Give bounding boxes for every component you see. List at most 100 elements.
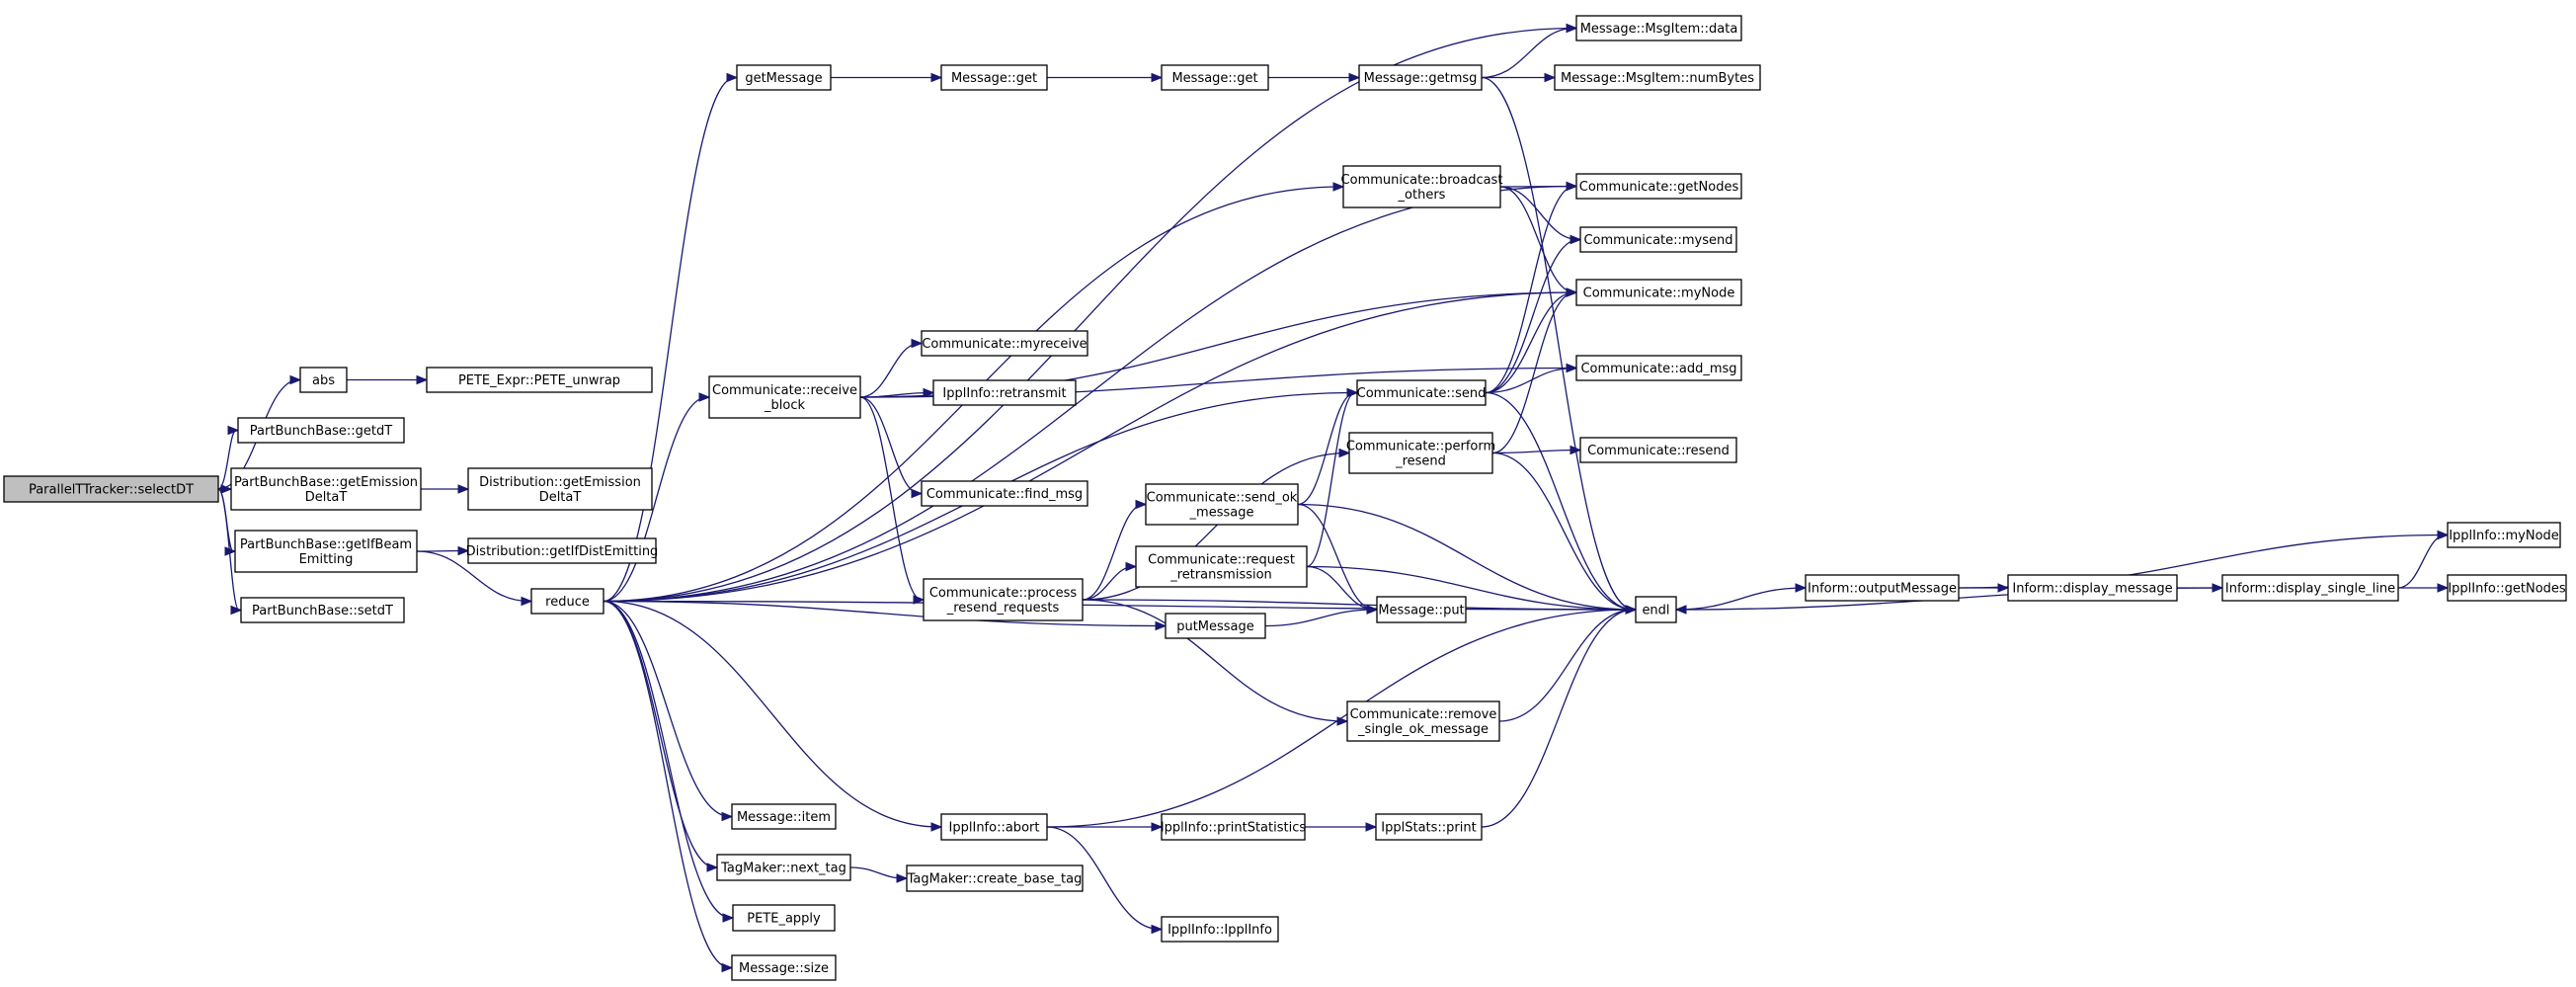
node-label: Inform::display_message	[2012, 582, 2172, 597]
node-getdT[interactable]: PartBunchBase::getdT	[237, 417, 405, 444]
node-label: PETE_Expr::PETE_unwrap	[458, 373, 620, 388]
node-label: Communicate::send_ok	[1147, 491, 1298, 506]
node-label: _resend_requests	[946, 601, 1060, 616]
nodes-layer: ParallelTTracker::selectDT abs PETE_Expr::…	[3, 15, 2567, 981]
node-abs[interactable]: abs	[299, 367, 348, 393]
node-getMessage[interactable]: getMessage	[736, 64, 832, 91]
node-process[interactable]: Communicate::process_resend_requests	[923, 578, 1084, 621]
node-label: Communicate::broadcast	[1341, 173, 1503, 188]
node-display_message[interactable]: Inform::display_message	[2007, 574, 2178, 602]
node-label: Communicate::resend	[1587, 444, 1730, 458]
edge-sendok-to-msgput	[1297, 503, 1379, 615]
edge-getMessage-to-msgget1	[831, 72, 943, 83]
node-numBytes[interactable]: Message::MsgItem::numBytes	[1554, 64, 1761, 91]
node-outputMessage[interactable]: Inform::outputMessage	[1805, 574, 1960, 602]
node-label: getMessage	[745, 71, 822, 86]
node-reduce[interactable]: reduce	[530, 588, 604, 615]
node-label: Communicate::mysend	[1583, 233, 1732, 248]
edge-removeok-to-endl	[1498, 605, 1638, 722]
node-msgget1[interactable]: Message::get	[940, 64, 1048, 91]
edge-process-to-sendok	[1082, 499, 1148, 601]
edge-reduce-to-msgdata	[603, 23, 1578, 603]
edge-recvblock-to-myreceive	[859, 338, 924, 398]
node-putMessage[interactable]: putMessage	[1165, 613, 1266, 639]
node-mysend[interactable]: Communicate::mysend	[1579, 226, 1737, 253]
node-broadcast[interactable]: Communicate::broadcast_others	[1341, 165, 1503, 208]
node-ipplgetNodes[interactable]: IpplInfo::getNodes	[2447, 574, 2567, 602]
node-label: ParallelTTracker::selectDT	[29, 483, 194, 498]
node-getmsg[interactable]: Message::getmsg	[1358, 64, 1483, 91]
node-distIfDist[interactable]: Distribution::getIfDistEmitting	[466, 537, 659, 564]
node-sendok[interactable]: Communicate::send_ok_message	[1145, 483, 1299, 526]
edge-send-to-myNode	[1485, 288, 1578, 394]
node-label: _single_ok_message	[1357, 722, 1489, 737]
node-perform[interactable]: Communicate::perform_resend	[1346, 432, 1495, 474]
node-getNodes[interactable]: Communicate::getNodes	[1575, 173, 1742, 200]
node-myNode[interactable]: Communicate::myNode	[1575, 279, 1742, 306]
edge-reduce-to-peteapply	[603, 600, 735, 923]
edge-process-to-perform	[1082, 448, 1351, 601]
node-label: Inform::outputMessage	[1808, 582, 1957, 597]
edge-getmsg-to-msgdata	[1481, 23, 1578, 79]
node-removeok[interactable]: Communicate::remove_single_ok_message	[1346, 700, 1500, 742]
node-msgdata[interactable]: Message::MsgItem::data	[1575, 15, 1742, 41]
edge-send-to-add_msg	[1485, 363, 1578, 394]
node-send[interactable]: Communicate::send	[1356, 379, 1487, 406]
edge-abs-to-pete_unwrap	[346, 374, 429, 385]
node-nexttag[interactable]: TagMaker::next_tag	[716, 854, 851, 881]
node-label: endl	[1642, 604, 1669, 618]
edge-putMessage-to-msgput	[1264, 605, 1379, 627]
node-printStats[interactable]: IpplInfo::printStatistics	[1161, 813, 1307, 841]
node-recvblock[interactable]: Communicate::receive_block	[708, 375, 861, 419]
node-peteapply[interactable]: PETE_apply	[732, 904, 836, 932]
node-label: Communicate::perform	[1346, 440, 1495, 454]
edge-msgget1-to-msgget2	[1047, 72, 1164, 83]
node-ipplinfo[interactable]: IpplInfo::IpplInfo	[1161, 916, 1279, 943]
edge-endl-to-outputMessage	[1675, 583, 1808, 611]
node-label: IpplInfo::abort	[949, 821, 1040, 836]
node-msgput[interactable]: Message::put	[1376, 596, 1467, 623]
node-label: Communicate::process	[929, 586, 1078, 601]
node-msgsize[interactable]: Message::size	[731, 954, 837, 981]
edge-broadcast-to-myNode	[1499, 186, 1578, 297]
node-msgitem[interactable]: Message::item	[731, 803, 837, 830]
node-label: Communicate::add_msg	[1580, 362, 1736, 376]
node-label: _resend	[1395, 454, 1446, 469]
node-msgget2[interactable]: Message::get	[1161, 64, 1269, 91]
node-label: Message::getmsg	[1364, 71, 1478, 86]
node-ipplmyNode[interactable]: IpplInfo::myNode	[2447, 522, 2561, 548]
node-label: Communicate::request	[1148, 553, 1295, 568]
node-resend[interactable]: Communicate::resend	[1579, 437, 1737, 463]
node-label: PETE_apply	[747, 912, 821, 927]
node-requestre[interactable]: Communicate::request_retransmission	[1135, 545, 1308, 588]
node-label: Message::item	[737, 810, 831, 825]
node-statsprint[interactable]: IpplStats::print	[1375, 813, 1483, 841]
node-abort[interactable]: IpplInfo::abort	[940, 813, 1048, 841]
node-setdT[interactable]: PartBunchBase::setdT	[240, 597, 405, 623]
node-createbase[interactable]: TagMaker::create_base_tag	[906, 864, 1084, 892]
node-root[interactable]: ParallelTTracker::selectDT	[3, 475, 219, 503]
edge-send-to-endl	[1485, 391, 1638, 615]
node-label: DeltaT	[539, 490, 582, 505]
node-find_msg[interactable]: Communicate::find_msg	[921, 480, 1088, 507]
node-display_single[interactable]: Inform::display_single_line	[2221, 574, 2399, 602]
node-label: Communicate::remove	[1350, 707, 1497, 722]
node-label: Message::get	[951, 71, 1037, 86]
node-pete_unwrap[interactable]: PETE_Expr::PETE_unwrap	[426, 367, 653, 393]
edge-statsprint-to-endl	[1481, 605, 1638, 828]
node-endl[interactable]: endl	[1635, 596, 1677, 623]
edge-requestre-to-send	[1306, 387, 1359, 568]
node-label: _retransmission	[1169, 568, 1272, 583]
edge-abort-to-ipplinfo	[1046, 826, 1164, 935]
node-label: Message::get	[1171, 71, 1257, 86]
node-retransmit[interactable]: IpplInfo::retransmit	[932, 379, 1077, 406]
edge-display_single-to-ipplmyNode	[2397, 530, 2450, 589]
node-myreceive[interactable]: Communicate::myreceive	[921, 330, 1088, 357]
edges-layer	[217, 23, 2450, 973]
node-add_msg[interactable]: Communicate::add_msg	[1575, 355, 1742, 381]
edge-msgget2-to-getmsg	[1268, 72, 1361, 83]
